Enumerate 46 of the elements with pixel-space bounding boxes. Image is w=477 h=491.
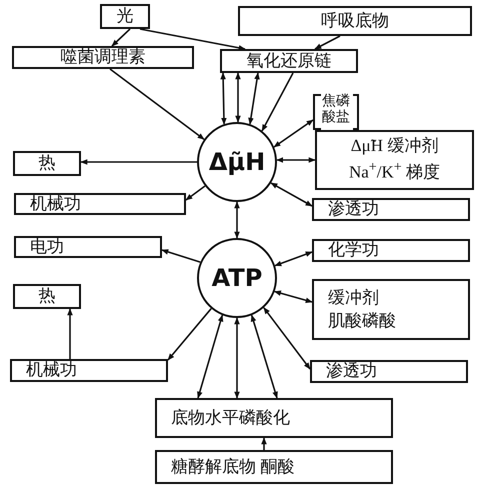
arrow <box>167 308 212 361</box>
arrow <box>80 159 197 165</box>
term-box <box>312 279 470 340</box>
arrow <box>250 314 278 399</box>
arrow <box>220 72 227 125</box>
term-box: 噬菌调理素 <box>12 46 194 69</box>
arrow <box>110 68 205 140</box>
term-box: 渗透功 <box>310 360 468 383</box>
arrow <box>234 317 240 399</box>
term-box: 渗透功 <box>312 198 470 221</box>
arrow <box>185 185 206 201</box>
arrow <box>111 28 131 47</box>
box-text: Δμ̃H 缓冲剂 <box>350 135 438 158</box>
arrow <box>274 119 314 148</box>
term-box: 热 <box>13 284 81 309</box>
arrow <box>274 290 313 303</box>
term-box: 氧化还原链 <box>220 49 358 73</box>
circle-node: Δμ̃H <box>197 122 277 202</box>
term-box: 光 <box>100 4 150 29</box>
arrow <box>314 35 340 50</box>
box-text: 肌酸磷酸 <box>328 310 397 332</box>
term-box: 机械功 <box>14 193 186 215</box>
arrow <box>276 157 316 163</box>
arrow <box>270 182 313 207</box>
arrow <box>67 308 73 359</box>
arrow <box>263 307 311 370</box>
arrow <box>234 201 240 239</box>
arrow <box>248 72 260 125</box>
term-box: 呼吸底物 <box>238 6 472 36</box>
arrow <box>261 437 267 450</box>
term-box: 底物水平磷酸化 <box>155 398 393 438</box>
arrow <box>161 249 201 263</box>
arrow <box>140 28 246 51</box>
arrow <box>274 251 313 266</box>
arrow <box>235 72 241 123</box>
term-box <box>315 130 474 190</box>
term-box: 化学功 <box>312 239 470 262</box>
term-box: 糖酵解底物 酮酸 <box>155 450 393 484</box>
term-box: 机械功 <box>10 359 168 382</box>
arrow <box>261 72 294 132</box>
term-box: 电功 <box>14 236 162 258</box>
circle-node: ATP <box>197 238 277 318</box>
box-text: 缓冲剂 <box>328 286 380 309</box>
box-text: Na$^{+}$/K$^{+}$ 梯度 <box>348 158 440 184</box>
arrow <box>197 314 224 399</box>
term-box: 热 <box>13 151 81 176</box>
